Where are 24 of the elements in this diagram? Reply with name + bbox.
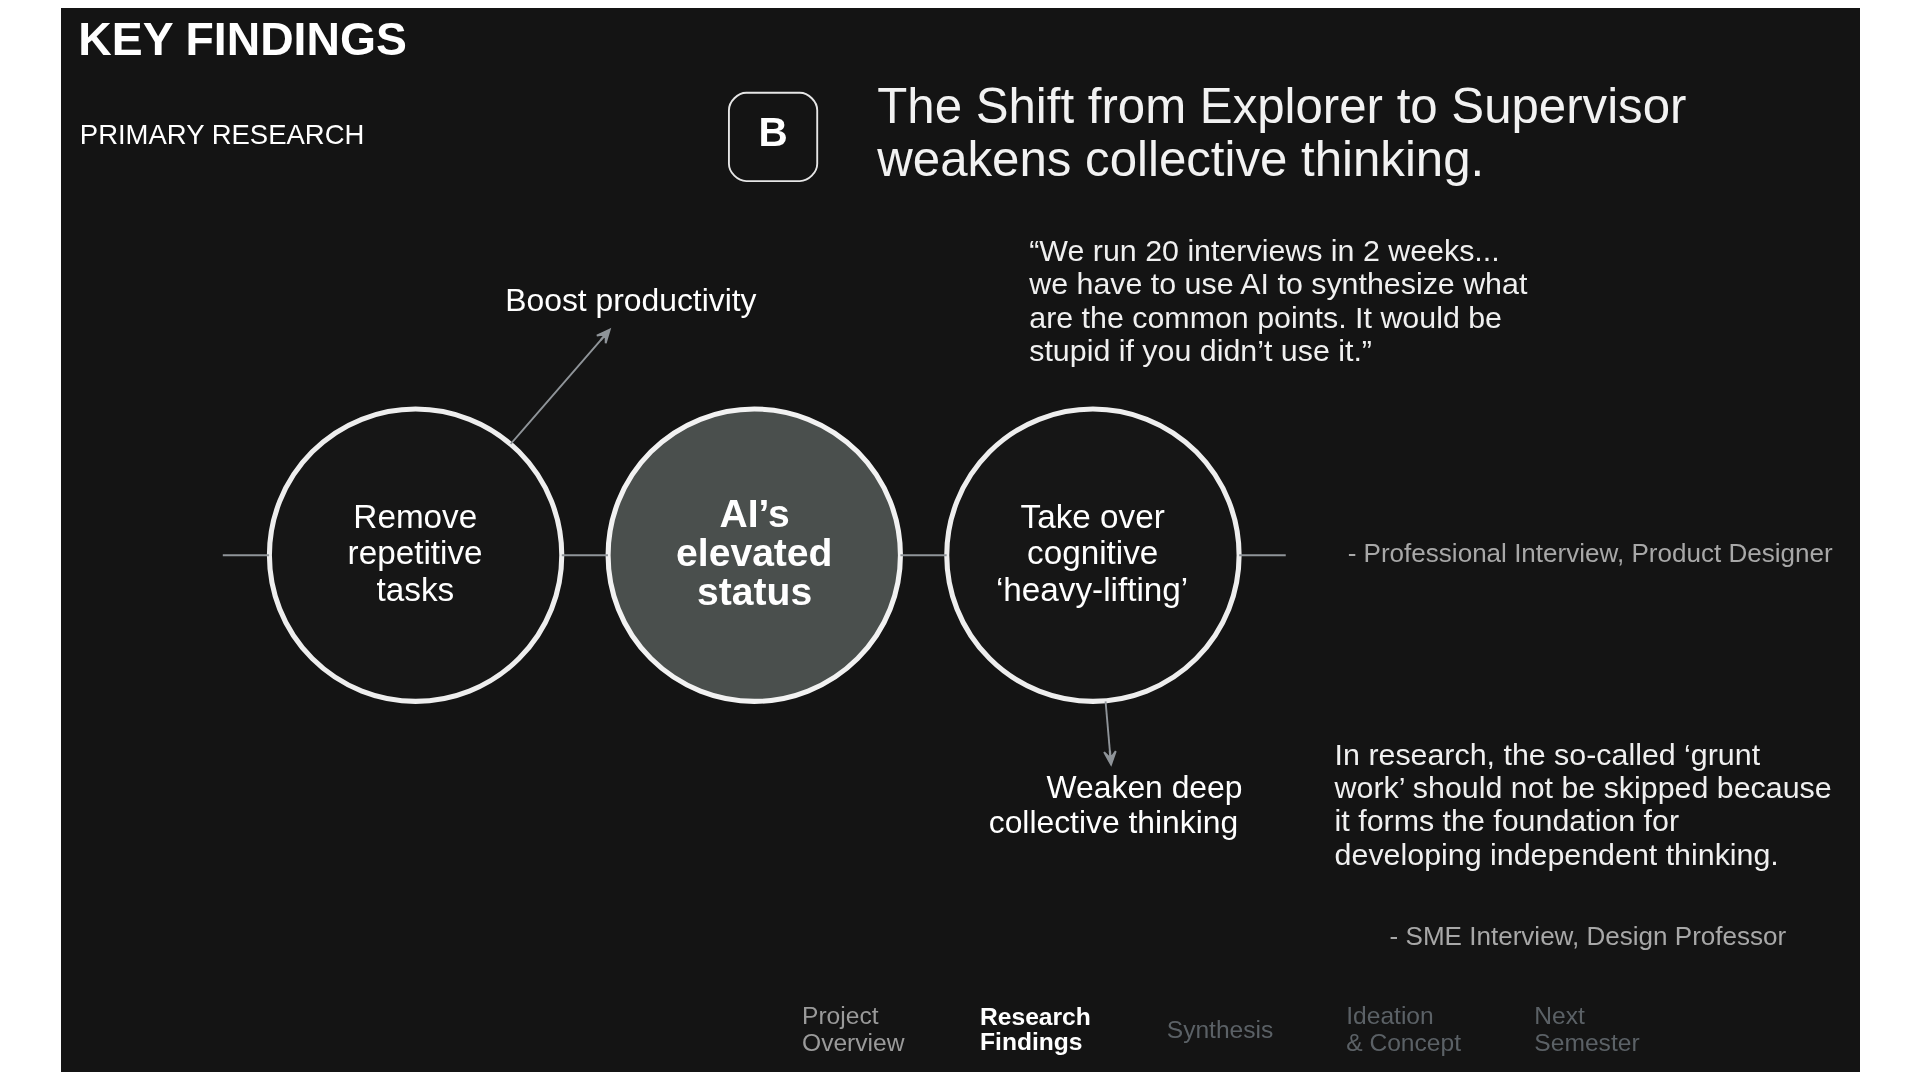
label: “We run 20 interviews in 2 weeks... we have to use AI to synthesize what are the common points. It would be stupid if you didn’t use it.”: [1028, 233, 1527, 367]
label: Ideation & Concept: [1345, 1001, 1461, 1057]
node-box: B: [727, 91, 818, 182]
diagram-title: KEY FINDINGS: [77, 13, 407, 66]
label: Research Findings: [979, 1002, 1091, 1055]
node-circle: AI’s elevated status: [605, 406, 903, 704]
node-circle: Remove repetitive tasks: [266, 406, 564, 704]
node-text: Weaken deep collective thinking: [988, 768, 1242, 840]
arrow: [509, 328, 611, 445]
label: PRIMARY RESEARCH: [79, 119, 364, 151]
label: Synthesis: [1166, 1016, 1273, 1044]
connector: [221, 554, 270, 557]
label: Next Semester: [1533, 1001, 1640, 1057]
label: Project Overview: [801, 1001, 905, 1057]
connector: [899, 554, 948, 557]
node-circle: Take over cognitive ‘heavy-lifting’: [943, 406, 1242, 704]
connector: [560, 554, 609, 557]
label: In research, the so-called ‘grunt work’ should not be skipped because it forms the foundation for developing independent thinking.: [1334, 736, 1832, 871]
node-text: Boost productivity: [504, 282, 757, 319]
node-label: The Shift from Explorer to Supervisor weakens collective thinking.: [876, 77, 1686, 187]
connector: [1237, 554, 1287, 557]
label: - SME Interview, Design Professor: [1389, 921, 1786, 952]
arrow: [1102, 700, 1117, 766]
label: - Professional Interview, Product Designer: [1347, 537, 1833, 568]
